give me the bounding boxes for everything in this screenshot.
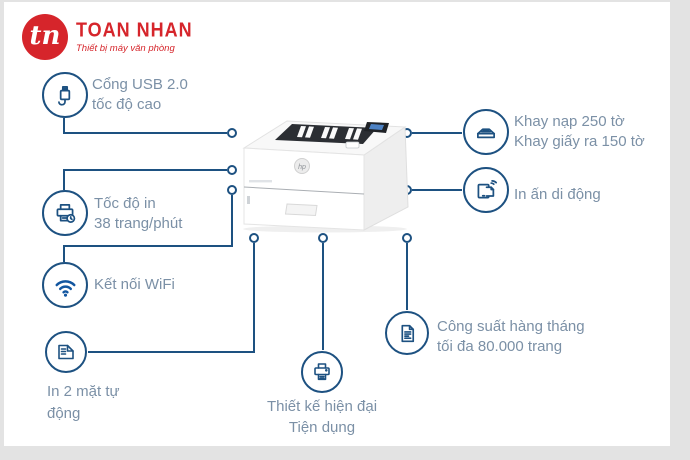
usb-line2: tốc độ cao: [92, 96, 162, 113]
printer-icon: [314, 363, 330, 381]
hp-printer-image: hp: [242, 120, 409, 233]
design-line1: Thiết kế hiện đại: [266, 398, 378, 415]
printer-model-text: [249, 180, 272, 183]
duplex-callout-text: In 2 mặt tự động: [47, 381, 120, 425]
hp-logo-text: hp: [298, 164, 306, 171]
tray-line1: Khay nạp 250 tờ: [514, 113, 625, 130]
wifi-line1: Kết nối WiFi: [94, 276, 175, 293]
output-tray-ribs: [297, 126, 362, 140]
mobile-callout-circle: [463, 167, 509, 213]
tray-callout-circle: [463, 109, 509, 155]
tray-slot-mark: [247, 196, 250, 204]
mobile-line1: In ấn di động: [514, 186, 601, 203]
capacity-callout-circle: [385, 311, 429, 355]
printer-front-label: [345, 141, 360, 149]
capacity-line2: tối đa 80.000 trang: [437, 338, 563, 355]
mobile-print-icon: [477, 180, 498, 199]
brand-name: TOAN NHAN: [76, 18, 193, 42]
control-panel-screen: [369, 124, 384, 130]
printer-clock-icon: [56, 204, 76, 223]
design-callout-circle: [301, 351, 343, 393]
tray-callout-text: Khay nạp 250 tờ Khay giấy ra 150 tờ: [514, 112, 645, 152]
monogram-text: tn: [29, 20, 61, 51]
hp-logo-icon: [294, 158, 310, 174]
duplex-line1: In 2 mặt tự: [47, 383, 120, 400]
speed-line1: Tốc độ in: [94, 195, 156, 212]
brand-text-block: TOAN NHAN Thiết bị máy văn phòng: [76, 18, 193, 54]
duplex-sheet-icon: [58, 344, 74, 360]
document-icon: [400, 324, 414, 342]
duplex-callout-circle: [45, 331, 87, 373]
speed-callout-text: Tốc độ in 38 trang/phút: [94, 194, 182, 234]
wifi-callout-text: Kết nối WiFi: [94, 275, 175, 295]
usb-icon: [58, 86, 71, 106]
brand-tagline: Thiết bị máy văn phòng: [76, 43, 175, 54]
speed-callout-circle: [42, 190, 88, 236]
usb-callout-text: Cổng USB 2.0 tốc độ cao: [92, 75, 188, 115]
mobile-callout-text: In ấn di động: [514, 185, 601, 205]
capacity-callout-text: Công suất hàng tháng tối đa 80.000 trang: [437, 317, 585, 357]
tray-line2: Khay giấy ra 150 tờ: [514, 133, 645, 150]
paper-tray-icon: [477, 128, 495, 139]
usb-line1: Cổng USB 2.0: [92, 76, 188, 93]
printer-seam-line: [243, 186, 365, 195]
speed-line2: 38 trang/phút: [94, 215, 183, 232]
duplex-line2: động: [47, 405, 81, 422]
brand-logo: tn TOAN NHAN Thiết bị máy văn phòng: [22, 14, 193, 60]
paper-tray-handle: [284, 203, 318, 217]
capacity-line1: Công suất hàng tháng: [437, 318, 585, 335]
design-callout-text: Thiết kế hiện đại Tiện dụng: [247, 396, 397, 438]
wifi-callout-circle: [42, 262, 88, 308]
printer-front-face: [243, 147, 365, 231]
wifi-icon: [54, 279, 76, 297]
usb-callout-circle: [42, 72, 88, 118]
brand-monogram-icon: tn: [22, 14, 68, 60]
design-line2: Tiện dụng: [288, 419, 356, 436]
